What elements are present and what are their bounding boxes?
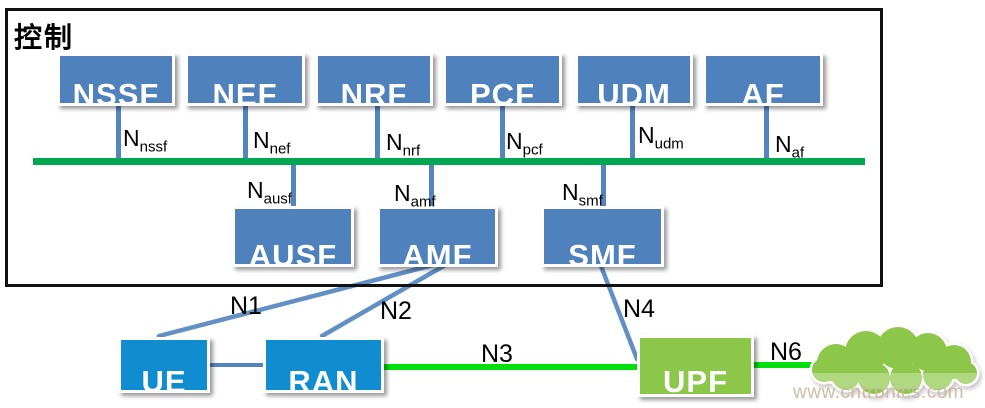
interface-label-nudm: Nudm [638, 122, 684, 153]
node-nrf-label: NRF [340, 77, 408, 106]
node-nef: NEF [185, 53, 305, 106]
interface-label-nnrf: Nnrf [386, 129, 421, 160]
node-udm: UDM [575, 53, 693, 106]
link-label-n1: N1 [230, 292, 262, 320]
node-upf: UPF [637, 335, 754, 397]
interface-label-nausf: Nausf [247, 177, 292, 208]
control-plane-frame [5, 8, 883, 287]
node-nssf: NSSF [57, 53, 175, 106]
interface-label-naf: Naf [775, 131, 805, 162]
link-label-n4: N4 [623, 295, 655, 323]
node-nssf-label: NSSF [72, 77, 160, 106]
node-ausf-label: AUSF [248, 238, 338, 267]
node-smf-label: SMF [568, 238, 637, 267]
node-af-label: AF [741, 77, 785, 106]
data-network-cloud [806, 324, 984, 404]
connector-bus-amf [429, 162, 434, 207]
interface-label-nsmf: Nsmf [562, 179, 603, 210]
node-upf-label: UPF [663, 364, 728, 397]
connector-udm-bus [630, 106, 635, 161]
node-nrf: NRF [315, 53, 433, 106]
node-amf-label: AMF [402, 238, 473, 267]
node-ue: UE [118, 337, 210, 393]
connector-pcf-bus [500, 106, 505, 161]
node-af: AF [703, 53, 823, 106]
interface-label-npcf: Npcf [506, 128, 543, 159]
cloud-icon [809, 324, 980, 397]
node-ue-label: UE [141, 364, 187, 393]
node-pcf-label: PCF [470, 77, 535, 106]
connector-bus-ausf [291, 162, 296, 207]
connector-bus-smf [601, 162, 606, 207]
connector-af-bus [764, 106, 769, 161]
node-ausf: AUSF [232, 206, 354, 267]
interface-label-nnef: Nnef [253, 127, 291, 158]
node-udm-label: UDM [597, 77, 671, 106]
control-plane-title: 控制 [14, 23, 75, 54]
link-line-ue-ran [208, 363, 265, 367]
watermark: www.cntronics.com [793, 382, 965, 403]
node-ran: RAN [263, 337, 384, 393]
service-bus-line [33, 158, 865, 165]
link-label-n2: N2 [380, 297, 412, 325]
node-pcf: PCF [443, 53, 562, 106]
connector-nssf-bus [116, 106, 121, 161]
node-amf: AMF [377, 206, 498, 267]
node-ran-label: RAN [288, 364, 359, 393]
link-label-n6: N6 [770, 338, 802, 366]
connector-nrf-bus [375, 106, 380, 161]
link-line-n3 [383, 364, 638, 370]
node-nef-label: NEF [212, 77, 278, 106]
connector-nef-bus [243, 106, 248, 161]
link-line-n6 [753, 362, 818, 368]
node-smf: SMF [541, 206, 664, 267]
interface-label-namf: Namf [394, 180, 436, 211]
link-label-n3: N3 [481, 340, 513, 368]
interface-label-nnssf: Nnssf [123, 125, 168, 156]
